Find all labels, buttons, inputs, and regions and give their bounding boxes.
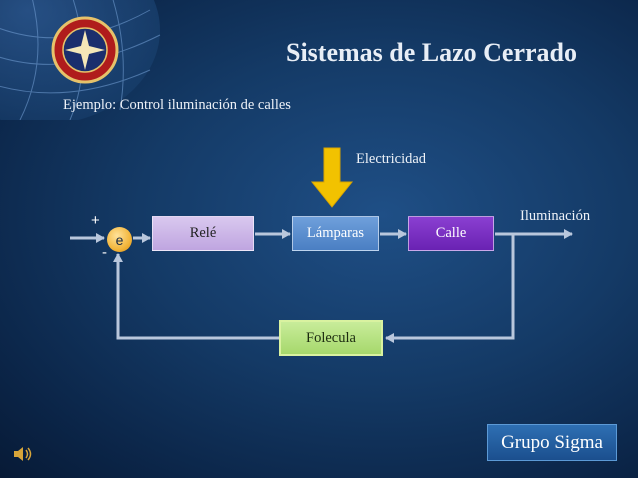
block-rele-label: Relé: [189, 225, 217, 241]
brand-label: Grupo Sigma: [501, 431, 603, 453]
plus-sign: +: [91, 212, 100, 229]
block-lamparas: Lámparas: [292, 216, 379, 251]
electricity-arrow-icon: [310, 147, 354, 208]
output-label-iluminacion: Iluminación: [520, 208, 591, 224]
summing-junction: e: [107, 227, 132, 252]
minus-sign: -: [102, 244, 107, 261]
block-folecula: Folecula: [279, 320, 383, 356]
summing-junction-label: e: [115, 231, 124, 248]
globe-logo-icon: [0, 0, 161, 120]
block-lamparas-label: Lámparas: [306, 225, 365, 241]
block-calle-label: Calle: [435, 225, 467, 241]
feedback-line-to-e: [113, 253, 279, 340]
brand-badge: Grupo Sigma: [487, 424, 617, 461]
slide-title: Sistemas de Lazo Cerrado: [286, 38, 578, 67]
speaker-icon[interactable]: [12, 444, 34, 464]
block-calle: Calle: [408, 216, 494, 251]
feedback-line-to-folecula: [385, 234, 515, 343]
block-folecula-label: Folecula: [306, 329, 356, 346]
input-label-electricidad: Electricidad: [356, 151, 427, 167]
slide-subtitle: Ejemplo: Control iluminación de calles: [63, 97, 291, 113]
block-rele: Relé: [152, 216, 254, 251]
